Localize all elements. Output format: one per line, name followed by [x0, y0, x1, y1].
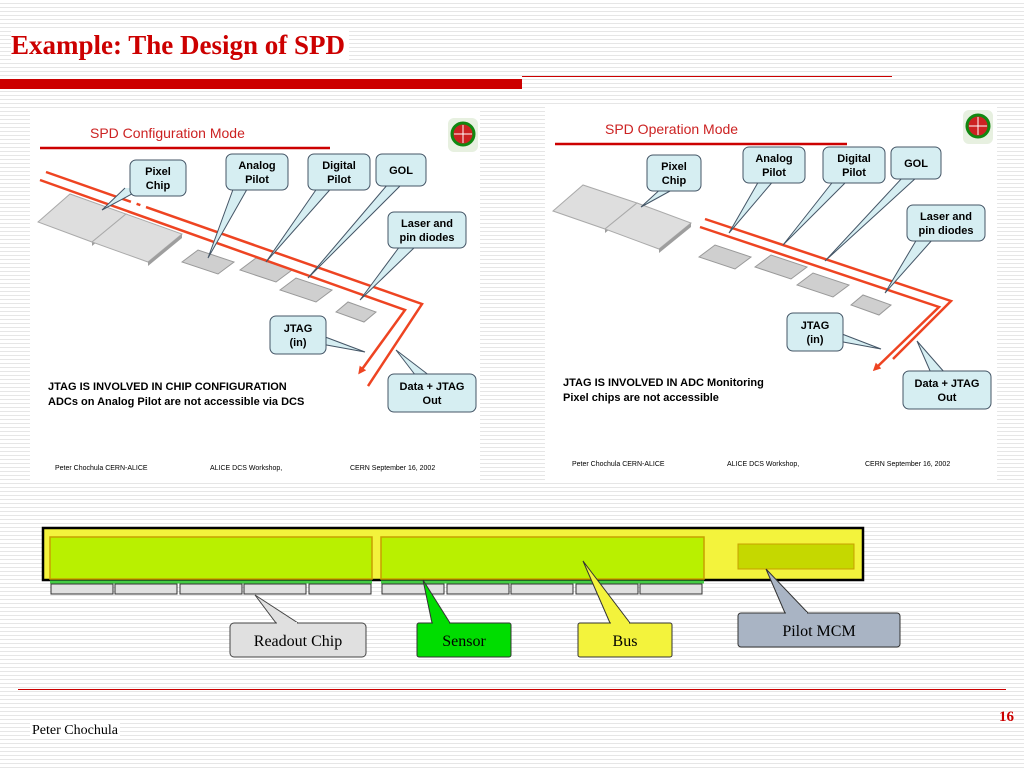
- svg-text:Data + JTAG: Data + JTAG: [915, 378, 980, 390]
- page-number: 16: [999, 709, 1014, 725]
- svg-text:Pilot MCM: Pilot MCM: [782, 623, 855, 640]
- data-out-callout: Data + JTAG Out: [387, 349, 477, 413]
- title-accent-line: [522, 76, 892, 77]
- analog-pilot-callout: Analog Pilot: [728, 146, 806, 234]
- svg-text:Pixel: Pixel: [145, 166, 171, 178]
- svg-text:Pixel: Pixel: [661, 161, 687, 173]
- jtag-out-line: [704, 217, 954, 360]
- note-line-1: JTAG IS INVOLVED IN CHIP CONFIGURATION: [48, 381, 287, 393]
- slide-title: Example: The Design of SPD: [11, 28, 350, 62]
- note-line-2: Pixel chips are not accessible: [563, 392, 719, 404]
- analog-pilot-chip: [697, 244, 753, 270]
- operation-mode-panel: SPD Operation Mode Pixel Chip Analog Pil…: [545, 107, 997, 483]
- panel-heading: SPD Configuration Mode: [90, 125, 245, 141]
- alice-logo-icon: [448, 118, 478, 152]
- svg-text:Pilot: Pilot: [762, 167, 786, 179]
- jtag-in-line: [39, 178, 407, 375]
- svg-text:Digital: Digital: [837, 153, 871, 165]
- sensor-left: [49, 536, 373, 580]
- svg-text:Laser and: Laser and: [920, 211, 972, 223]
- footer-date: CERN September 16, 2002: [350, 465, 435, 472]
- svg-text:Pilot: Pilot: [842, 167, 866, 179]
- footer-event: ALICE DCS Workshop,: [210, 465, 282, 472]
- svg-text:Data + JTAG: Data + JTAG: [400, 381, 465, 393]
- half-stave-module-diagram: Readout Chip Sensor Bus Pilot MCM: [40, 525, 910, 665]
- jtag-in-callout: JTAG (in): [786, 312, 882, 352]
- gol-chip: [278, 277, 334, 303]
- svg-text:Digital: Digital: [322, 160, 356, 172]
- digital-pilot-callout: Digital Pilot: [782, 146, 886, 246]
- sensor-label: Sensor: [416, 579, 512, 658]
- note-line-1: JTAG IS INVOLVED IN ADC Monitoring: [563, 377, 764, 389]
- sensor-right: [380, 536, 705, 580]
- data-out-callout: Data + JTAG Out: [902, 340, 992, 410]
- readout-chip-label: Readout Chip: [229, 594, 367, 658]
- svg-text:Bus: Bus: [613, 633, 638, 650]
- svg-text:JTAG: JTAG: [801, 320, 830, 332]
- pixel-chip-board-2: [604, 202, 692, 253]
- jtag-in-line: [699, 225, 942, 372]
- note-line-2: ADCs on Analog Pilot are not accessible …: [48, 396, 304, 408]
- digital-pilot-callout: Digital Pilot: [265, 153, 371, 263]
- svg-text:pin diodes: pin diodes: [400, 232, 455, 244]
- svg-text:Pilot: Pilot: [245, 174, 269, 186]
- pilot-mcm-label: Pilot MCM: [737, 568, 901, 648]
- svg-text:Chip: Chip: [662, 175, 687, 187]
- svg-text:Laser and: Laser and: [401, 218, 453, 230]
- svg-text:Out: Out: [938, 392, 957, 404]
- svg-text:Analog: Analog: [238, 160, 275, 172]
- title-accent-bar: [0, 79, 522, 89]
- gol-callout: GOL: [307, 153, 427, 279]
- pixel-chip-callout: Pixel Chip: [640, 154, 702, 208]
- svg-text:Analog: Analog: [755, 153, 792, 165]
- alice-logo-icon: [963, 110, 993, 144]
- pilot-mcm-chip: [737, 543, 855, 570]
- laser-diode-chip: [850, 294, 892, 316]
- analog-pilot-chip: [180, 249, 236, 275]
- footer-author: Peter Chochula: [30, 723, 120, 739]
- pixel-chip-board-2: [91, 213, 183, 266]
- footer-divider: [18, 689, 1006, 690]
- footer-author: Peter Chochula CERN-ALICE: [55, 465, 148, 472]
- svg-text:Readout Chip: Readout Chip: [254, 633, 342, 650]
- svg-text:JTAG: JTAG: [284, 323, 313, 335]
- configuration-mode-panel: SPD Configuration Mode Pixel Chip Analog…: [30, 110, 480, 482]
- svg-text:Sensor: Sensor: [442, 633, 486, 650]
- laser-callout: Laser and pin diodes: [359, 211, 467, 301]
- laser-diode-chip: [335, 301, 377, 323]
- digital-pilot-chip: [753, 254, 809, 280]
- gol-chip: [795, 272, 851, 298]
- gol-callout: GOL: [824, 146, 942, 262]
- svg-text:Out: Out: [423, 395, 442, 407]
- svg-text:GOL: GOL: [904, 158, 928, 170]
- svg-text:pin diodes: pin diodes: [919, 225, 974, 237]
- footer-event: ALICE DCS Workshop,: [727, 461, 799, 468]
- footer-date: CERN September 16, 2002: [865, 461, 950, 468]
- svg-text:(in): (in): [289, 337, 306, 349]
- svg-text:GOL: GOL: [389, 165, 413, 177]
- analog-pilot-callout: Analog Pilot: [207, 153, 289, 259]
- readout-chip-row: [50, 583, 703, 595]
- svg-text:(in): (in): [806, 334, 823, 346]
- bus-label: Bus: [577, 560, 673, 658]
- svg-text:Pilot: Pilot: [327, 174, 351, 186]
- panel-heading: SPD Operation Mode: [605, 121, 738, 137]
- laser-callout: Laser and pin diodes: [884, 204, 986, 294]
- pixel-chip-callout: Pixel Chip: [101, 159, 187, 211]
- jtag-out-line: [45, 170, 424, 387]
- svg-text:Chip: Chip: [146, 180, 171, 192]
- footer-author: Peter Chochula CERN-ALICE: [572, 461, 665, 468]
- jtag-in-callout: JTAG (in): [269, 315, 366, 355]
